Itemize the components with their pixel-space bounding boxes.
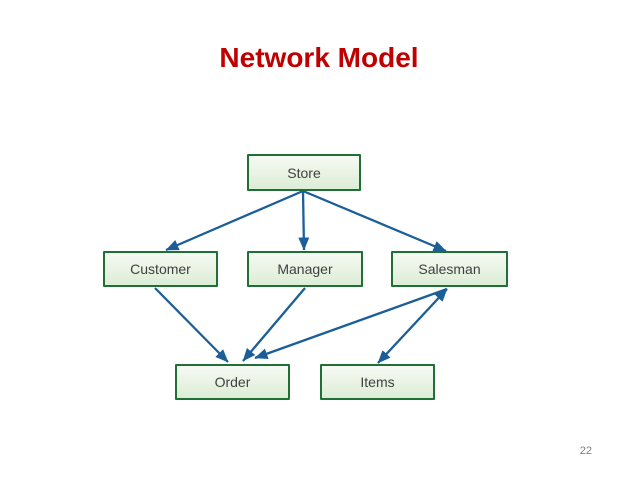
edge-store-to-manager xyxy=(298,190,310,251)
node-label-salesman: Salesman xyxy=(418,261,481,277)
node-label-store: Store xyxy=(287,164,321,181)
edge-store-to-customer xyxy=(165,189,304,252)
node-label-items: Items xyxy=(360,374,395,390)
node-manager: Manager xyxy=(247,251,363,287)
edge-manager-to-order xyxy=(242,287,306,362)
edge-customer-to-order xyxy=(154,287,229,363)
page-number: 22 xyxy=(579,445,592,457)
node-label-customer: Customer xyxy=(130,261,191,277)
node-store: Store xyxy=(247,154,361,191)
edge-store-to-salesman xyxy=(302,189,447,253)
node-customer: Customer xyxy=(103,251,218,287)
node-salesman: Salesman xyxy=(391,251,508,287)
node-order: Order xyxy=(175,364,290,400)
node-items: Items xyxy=(320,364,435,400)
edge-salesman-to-order xyxy=(254,287,448,360)
node-label-manager: Manager xyxy=(277,261,333,277)
slide-title: Network Model xyxy=(219,42,419,73)
edge-salesman-to-items xyxy=(377,288,448,364)
node-label-order: Order xyxy=(214,374,251,390)
